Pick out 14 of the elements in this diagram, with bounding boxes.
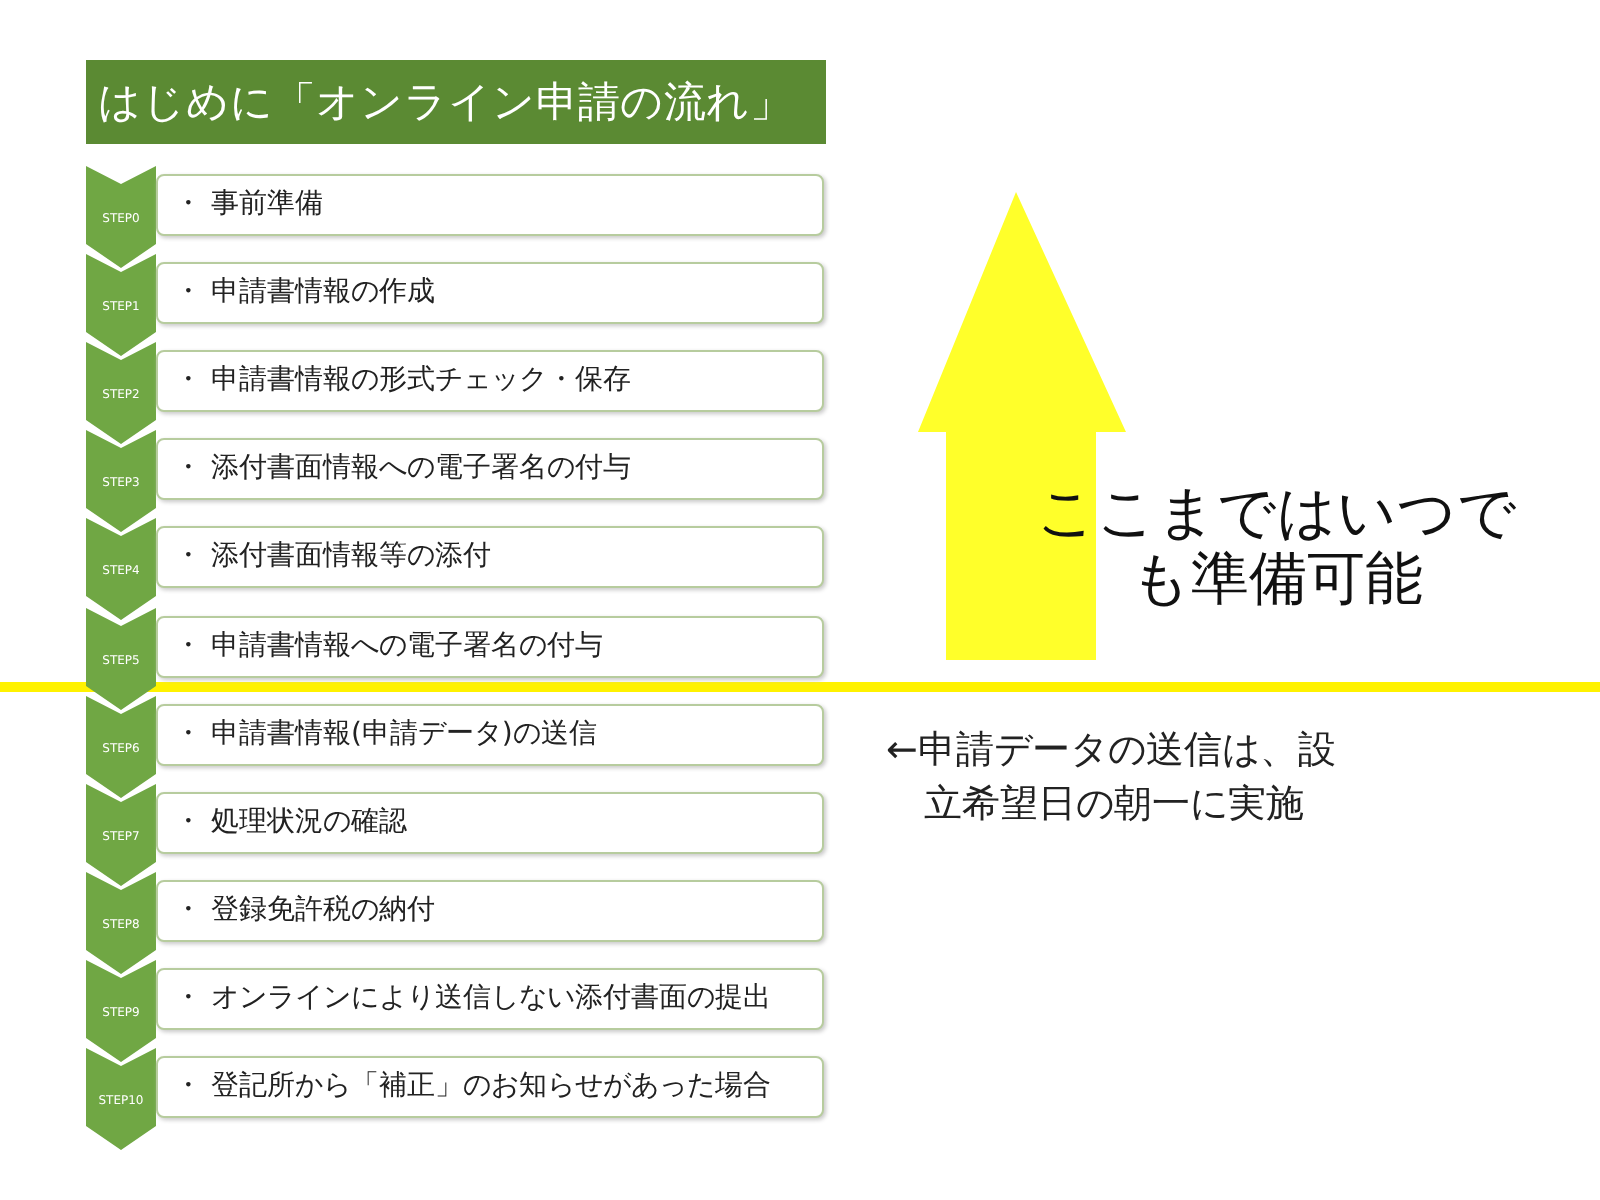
step-box: ・ オンラインにより送信しない添付書面の提出	[156, 967, 824, 1030]
step-box: ・ 添付書面情報等の添付	[156, 526, 824, 589]
step-box: ・ 事前準備	[156, 174, 824, 236]
title-banner: はじめに「オンライン申請の流れ」	[86, 60, 826, 144]
step-box: ・ 申請書情報の作成	[156, 262, 824, 325]
step-box: ・ 登記所から「補正」のお知らせがあった場合	[156, 1056, 824, 1118]
step-box: ・ 登録免許税の納付	[156, 879, 824, 942]
step-box: ・ 申請書情報(申請データ)の送信	[156, 703, 824, 766]
step-box: ・ 処理状況の確認	[156, 791, 824, 854]
note-text: ここまではいつでも準備可能	[1034, 480, 1519, 612]
step-box: ・ 申請書情報の形式チェック・保存	[156, 350, 824, 413]
note-text: ←申請データの送信は、設立希望日の朝一に実施	[886, 726, 1338, 830]
step-box: ・ 申請書情報への電子署名の付与	[156, 615, 824, 677]
step-box: ・ 添付書面情報への電子署名の付与	[156, 438, 824, 501]
